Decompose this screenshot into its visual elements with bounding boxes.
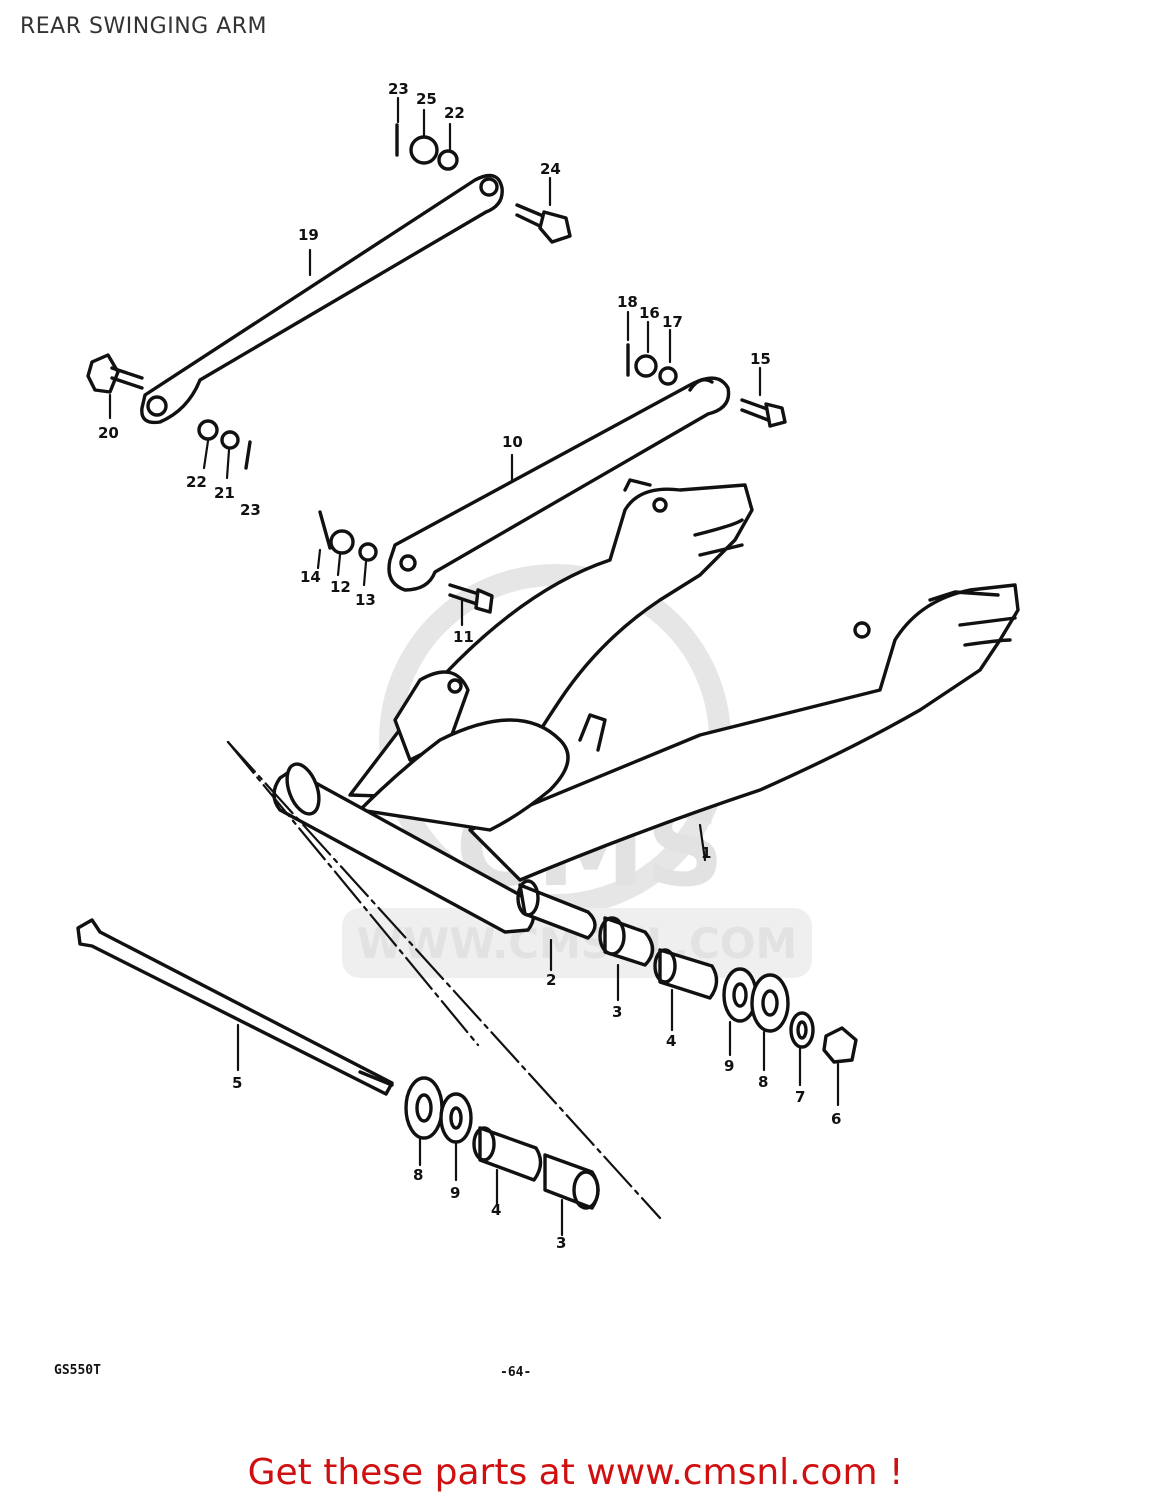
promo-banner: Get these parts at www.cmsnl.com ! <box>0 1452 1151 1493</box>
part-20-bolt <box>86 353 144 420</box>
callout-14: 14 <box>300 568 321 586</box>
part-15-bolt <box>740 366 787 428</box>
callout-22a: 22 <box>186 473 207 491</box>
callout-6: 6 <box>831 1110 841 1128</box>
callout-11: 11 <box>453 628 474 646</box>
page-number: -64- <box>500 1365 531 1380</box>
callout-24: 24 <box>540 160 561 178</box>
callout-labels: 1 2 3 4 9 8 7 6 5 8 9 4 3 10 11 12 13 14… <box>98 80 841 1252</box>
callout-3b: 3 <box>556 1234 566 1252</box>
hardware-22-23-25-top <box>395 96 459 171</box>
hardware-21-22-23-left <box>197 419 252 480</box>
bearing-stack-right <box>598 916 858 1107</box>
part-10-torque-link <box>387 376 731 592</box>
callout-25: 25 <box>416 90 437 108</box>
callout-4a: 4 <box>666 1032 676 1050</box>
callout-1: 1 <box>701 844 711 862</box>
callout-12: 12 <box>330 578 351 596</box>
callout-10: 10 <box>502 433 523 451</box>
callout-4b: 4 <box>491 1201 501 1219</box>
callout-3a: 3 <box>612 1003 622 1021</box>
page-title: REAR SWINGING ARM <box>20 14 268 39</box>
callout-19: 19 <box>298 226 319 244</box>
part-11-pin <box>448 583 494 627</box>
callout-2: 2 <box>546 971 556 989</box>
callout-16: 16 <box>639 304 660 322</box>
part-19-torque-link <box>140 173 504 425</box>
hardware-12-13-14 <box>316 510 378 587</box>
callout-23b: 23 <box>388 80 409 98</box>
callout-17: 17 <box>662 313 683 331</box>
callout-20: 20 <box>98 424 119 442</box>
callout-23a: 23 <box>240 501 261 519</box>
hardware-16-17-18 <box>626 310 678 386</box>
part-1-swing-arm <box>272 478 1020 934</box>
callout-5: 5 <box>232 1074 242 1092</box>
callout-21: 21 <box>214 484 235 502</box>
callout-18: 18 <box>617 293 638 311</box>
callout-8b: 8 <box>413 1166 423 1184</box>
part-5-pivot-axle <box>76 918 394 1096</box>
bearing-stack-left <box>404 1076 600 1237</box>
part-24-bolt <box>515 176 572 244</box>
axis-center-lines <box>226 740 662 1220</box>
callout-7: 7 <box>795 1088 805 1106</box>
callout-13: 13 <box>355 591 376 609</box>
callout-22b: 22 <box>444 104 465 122</box>
callout-9b: 9 <box>450 1184 460 1202</box>
part-2-bushing <box>516 879 597 972</box>
callout-8a: 8 <box>758 1073 768 1091</box>
callout-9a: 9 <box>724 1057 734 1075</box>
promo-link[interactable]: Get these parts at www.cmsnl.com ! <box>247 1452 904 1493</box>
callout-15: 15 <box>750 350 771 368</box>
model-code: GS550T <box>54 1363 101 1378</box>
